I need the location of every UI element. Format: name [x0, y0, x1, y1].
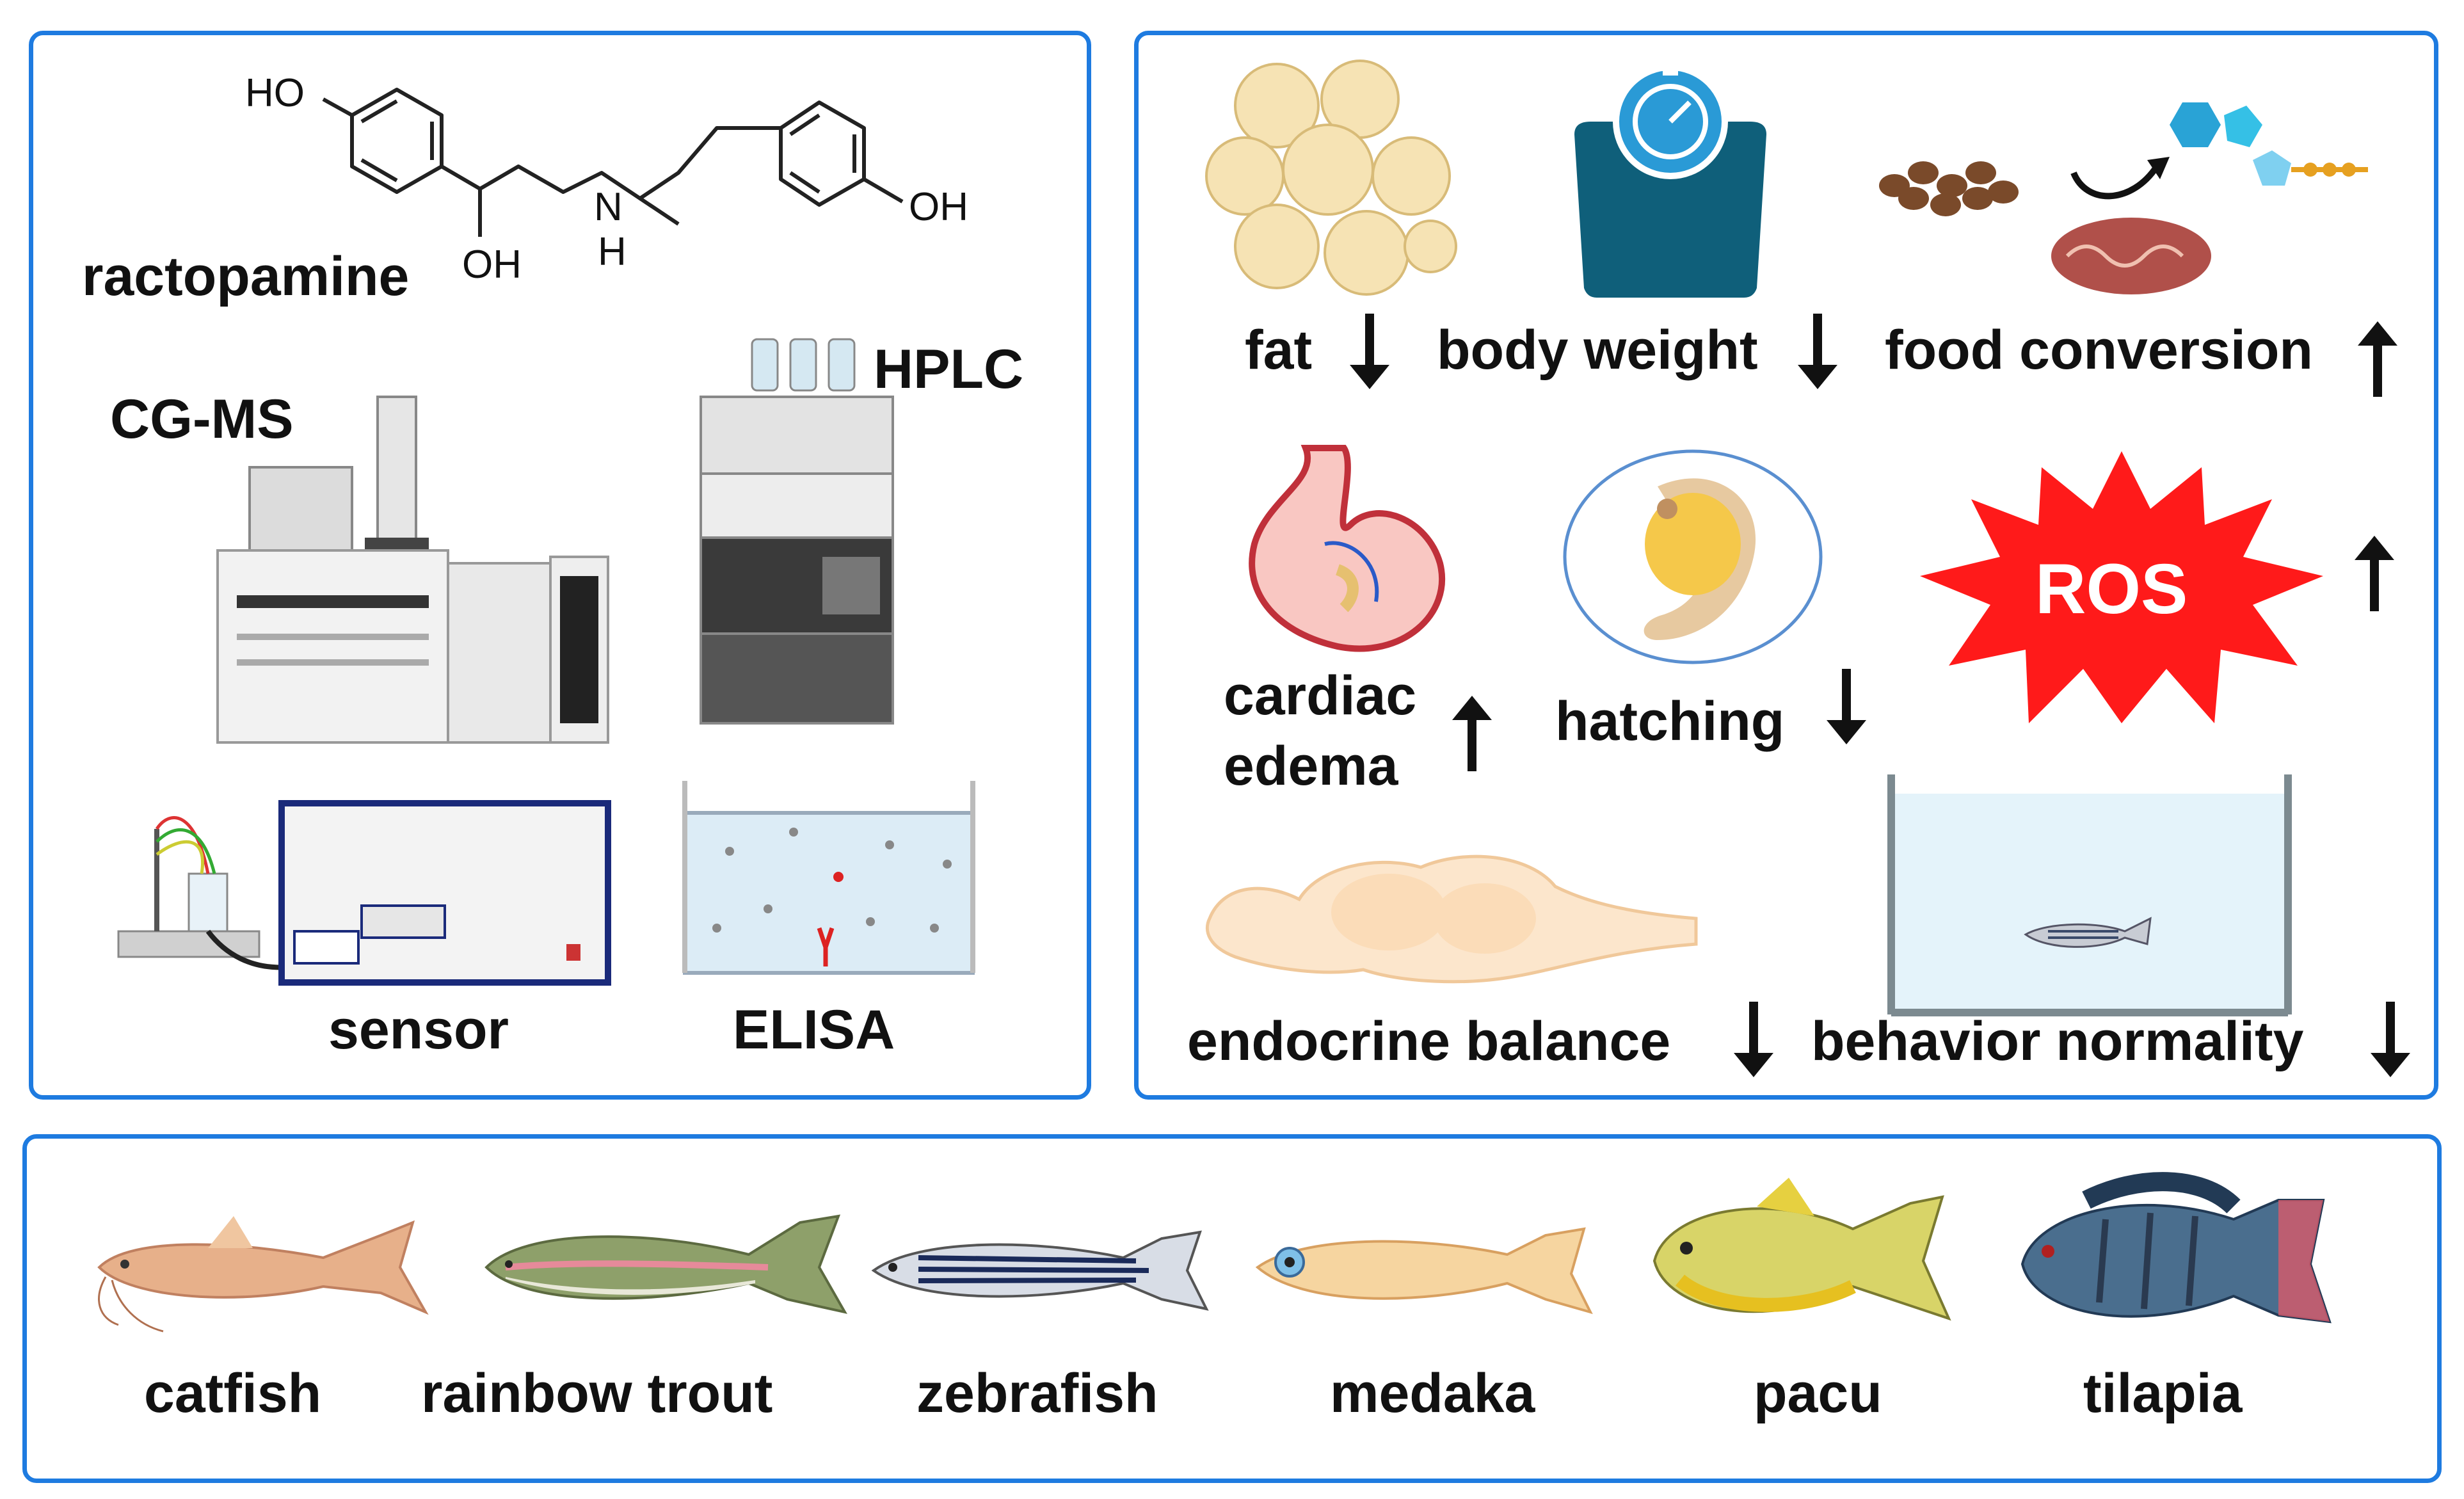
heart-edema-icon — [1249, 445, 1446, 652]
fat-label: fat — [1245, 319, 1313, 381]
pacu-label: pacu — [1754, 1363, 1882, 1424]
electrochemical-sensor-icon — [117, 800, 611, 986]
tilapia-label: tilapia — [2083, 1363, 2243, 1424]
zebrafish-label: zebrafish — [916, 1363, 1158, 1424]
hplc-label: HPLC — [874, 339, 1024, 400]
food-conversion-label: food conversion — [1885, 319, 2313, 381]
rainbow-trout-icon — [484, 1214, 847, 1314]
ractopamine-structure-diagram — [322, 88, 904, 237]
hydroxyl-label-left: HO — [245, 71, 305, 115]
gc-ms-instrument-icon — [216, 396, 609, 744]
weight-scale-icon — [1574, 64, 1766, 298]
brain-icon — [1205, 854, 1698, 984]
cardiac-label: cardiac — [1224, 665, 1417, 726]
cg-ms-label: CG-MS — [110, 389, 294, 450]
hydrogen-label: H — [598, 230, 627, 274]
embryo-icon — [1563, 449, 1823, 664]
hatching-label: hatching — [1555, 691, 1785, 752]
hplc-instrument-icon — [700, 338, 894, 725]
endocrine-balance-label: endocrine balance — [1187, 1011, 1671, 1072]
species-panel — [22, 1134, 2442, 1483]
endocrine-balance-down-arrow-icon — [1734, 1002, 1773, 1077]
edema-label: edema — [1224, 735, 1398, 797]
medaka-label: medaka — [1330, 1363, 1535, 1424]
fish-tank-icon — [1887, 774, 2292, 1016]
nitrogen-label: N — [594, 185, 623, 229]
fat-cells-icon — [1205, 60, 1457, 296]
elisa-label: ELISA — [733, 999, 895, 1061]
body-weight-down-arrow-icon — [1798, 314, 1837, 389]
hydroxyl-label-right: OH — [909, 185, 968, 229]
food-conversion-icon — [1879, 102, 2368, 294]
food-conversion-up-arrow-icon — [2358, 321, 2397, 397]
hydroxyl-label-bottom: OH — [462, 243, 522, 287]
elisa-well-icon — [682, 781, 975, 975]
cardiac-edema-up-arrow-icon — [1452, 696, 1492, 771]
rainbow-trout-label: rainbow trout — [421, 1363, 773, 1424]
behavior-normality-label: behavior normality — [1811, 1011, 2304, 1072]
catfish-label: catfish — [144, 1363, 322, 1424]
ractopamine-label: ractopamine — [82, 246, 410, 307]
zebrafish-icon — [871, 1230, 1209, 1311]
ros-burst-icon — [1920, 451, 2323, 723]
ros-label: ROS — [2035, 550, 2188, 629]
medaka-icon — [1255, 1227, 1593, 1315]
catfish-icon — [97, 1216, 429, 1333]
tilapia-icon — [2020, 1172, 2332, 1324]
sensor-label: sensor — [328, 999, 509, 1061]
body-weight-label: body weight — [1437, 319, 1758, 381]
ros-up-arrow-icon — [2355, 536, 2394, 611]
hatching-down-arrow-icon — [1827, 669, 1866, 744]
behavior-normality-down-arrow-icon — [2371, 1002, 2410, 1077]
fat-down-arrow-icon — [1350, 314, 1389, 389]
pacu-icon — [1652, 1178, 1951, 1321]
